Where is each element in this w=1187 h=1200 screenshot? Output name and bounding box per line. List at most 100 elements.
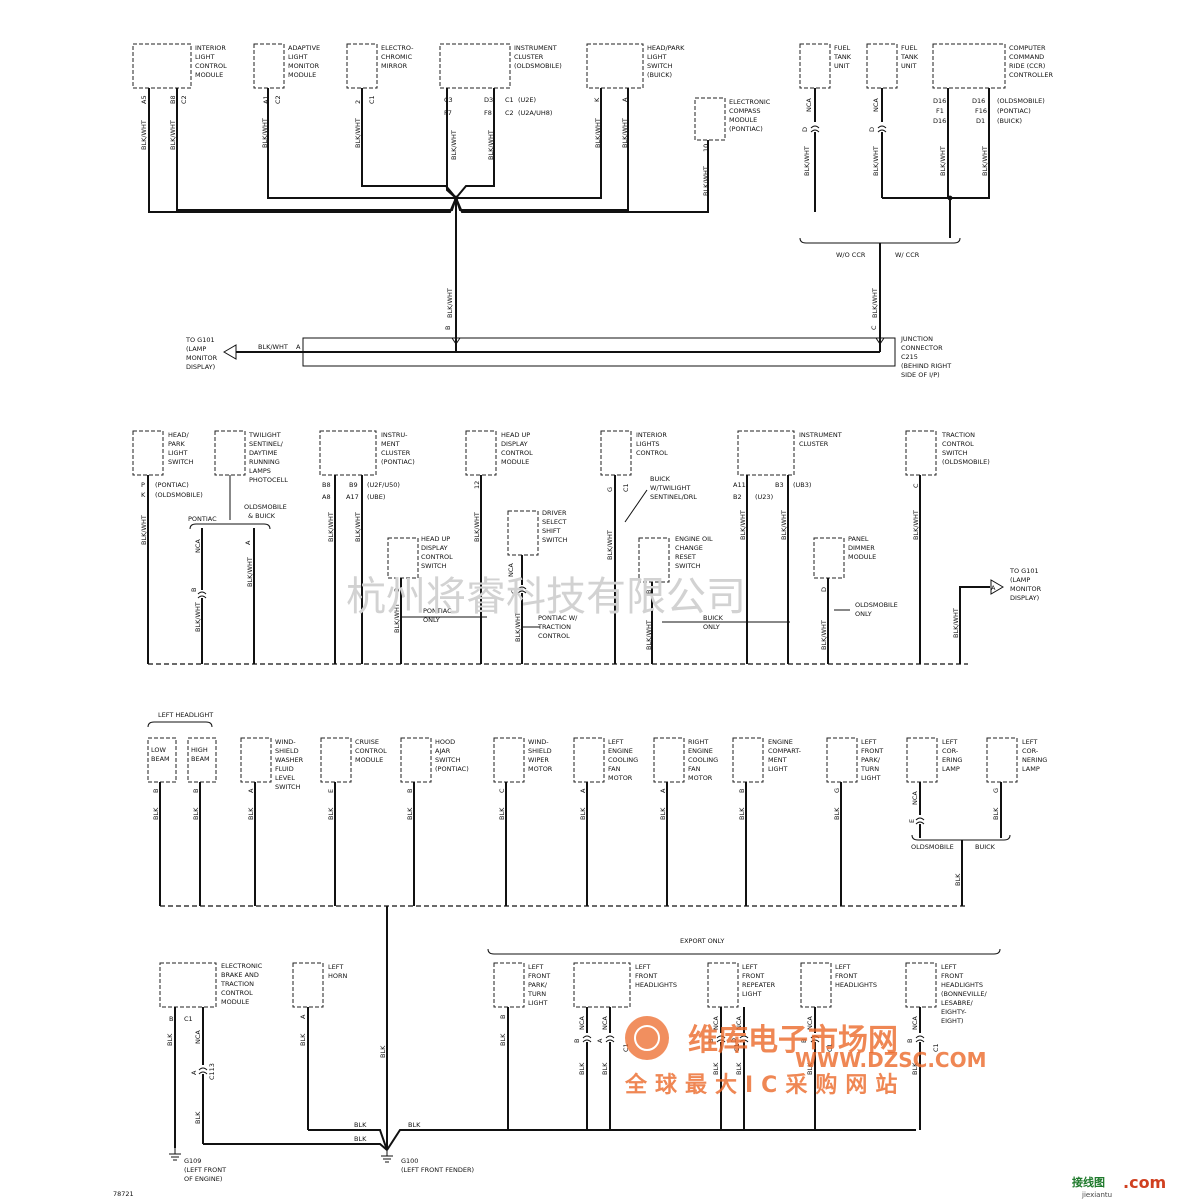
wire-label: BLK/WHT (621, 118, 629, 148)
label: CONTROLLER (1009, 71, 1053, 79)
wire-label: BLK/WHT (594, 118, 602, 148)
wire-label: BLK (992, 807, 1000, 820)
left-front-headlights-2 (800, 962, 832, 1008)
left-front-park-turn-light-2 (493, 962, 525, 1008)
pin: A (296, 343, 301, 351)
interior-lights-control (600, 430, 632, 476)
pin: A (190, 1070, 198, 1075)
label: FUEL (901, 44, 918, 52)
wire-label: BLK (579, 807, 587, 820)
note: (OLDSMOBILE) (155, 491, 203, 499)
label: SHIFT (542, 527, 561, 535)
wire-label: NCA (194, 1030, 202, 1044)
pin: B9 (349, 481, 358, 489)
pin: A1 (262, 95, 270, 104)
pin: A (247, 788, 255, 793)
label: LIGHT (528, 999, 547, 1007)
label: (OLDSMOBILE) (942, 458, 990, 466)
label: G109 (184, 1157, 201, 1165)
label: ENGINE (688, 747, 713, 755)
label: COMPART- (768, 747, 802, 755)
pin: B (738, 789, 746, 793)
pin: F8 (484, 109, 492, 117)
label: SWITCH (435, 756, 461, 764)
fuel-tank-unit-2 (866, 43, 898, 89)
label: UNIT (901, 62, 917, 70)
label: TANK (900, 53, 919, 61)
wire-label: BLK/WHT (354, 118, 362, 148)
pin: G (606, 487, 614, 492)
label: FRONT (635, 972, 657, 980)
label: LEFT (835, 963, 850, 971)
label: WIND- (275, 738, 296, 746)
head-park-light-switch-buick (586, 43, 644, 89)
option-label: & BUICK (248, 512, 276, 520)
connector-id: C2 (180, 95, 188, 104)
figure-code: 78721 (113, 1190, 134, 1198)
pin: E (908, 819, 916, 823)
label: PONTIAC W/ (538, 614, 578, 622)
wire-label: BLK/WHT (393, 603, 401, 633)
label: DISPLAY) (1010, 594, 1039, 602)
watermark-com: .com (1123, 1173, 1166, 1192)
label: COR- (1022, 747, 1039, 755)
group-label: LEFT HEADLIGHT (158, 711, 213, 719)
left-cornering-lamp-1 (906, 737, 938, 783)
pin: G (992, 788, 1000, 793)
wire-hpls-k (456, 88, 602, 199)
label: (BEHIND RIGHT (901, 362, 951, 370)
bracket (911, 834, 1011, 841)
label: DRIVER (542, 509, 567, 517)
wire-label: NCA (806, 1016, 814, 1030)
wire-label: BLK (911, 1062, 919, 1075)
pin: B (906, 1039, 914, 1043)
wire-label: NCA (194, 539, 202, 553)
label: LESABRE/ (941, 999, 974, 1007)
fuel-tank-unit-1 (799, 43, 831, 89)
label: ELECTRONIC (729, 98, 771, 106)
connector-id: (BUICK) (997, 117, 1022, 125)
label: ENGINE (608, 747, 633, 755)
label: TANK (833, 53, 852, 61)
label: HEAD/PARK (647, 44, 685, 52)
label: INTERIOR (636, 431, 667, 439)
label: SENTINEL/ (249, 440, 284, 448)
wire-label: BLK (578, 1062, 586, 1075)
wire-label: BLK/WHT (820, 620, 828, 650)
label: (PONTIAC) (381, 458, 415, 466)
label: LIGHT (195, 53, 214, 61)
label: BUICK (703, 614, 724, 622)
instrument-cluster-buick (737, 430, 795, 476)
engine-oil-reset-switch (638, 537, 670, 583)
label: (OLDSMOBILE) (514, 62, 562, 70)
label: HEAD UP (421, 535, 450, 543)
label: HEADLIGHTS (635, 981, 677, 989)
twilight-photocell (214, 430, 246, 476)
label: CONTROL (942, 440, 974, 448)
pin: A11 (733, 481, 746, 489)
connector-break (198, 1067, 208, 1075)
connector-id: C1 (932, 1043, 940, 1052)
pin: D (868, 127, 876, 132)
label: CLUSTER (381, 449, 411, 457)
label: MIRROR (381, 62, 408, 70)
label: WIPER (528, 756, 549, 764)
connector-id: (U2E) (518, 96, 536, 104)
connector-id: C1 (733, 1043, 741, 1052)
left-cornering-lamp-2 (986, 737, 1018, 783)
label: INSTRUMENT (514, 44, 557, 52)
wire-label: BLK/WHT (739, 510, 747, 540)
connector-break (810, 1035, 820, 1043)
label: LEFT (635, 963, 650, 971)
connector-id: C1 (622, 1043, 630, 1052)
label: HIGH (191, 746, 208, 754)
label: CONNECTOR (901, 344, 943, 352)
label: SWITCH (675, 562, 701, 570)
wire-label: BLK/WHT (872, 146, 880, 176)
wire-label: BLK (738, 807, 746, 820)
label: PONTIAC (423, 607, 452, 615)
wire-label: BLK/WHT (952, 608, 960, 638)
label: MODULE (355, 756, 383, 764)
connector-break (739, 1035, 749, 1043)
watermark-dzsc-slogan: 全球最大IC采购网站 (624, 1072, 905, 1098)
